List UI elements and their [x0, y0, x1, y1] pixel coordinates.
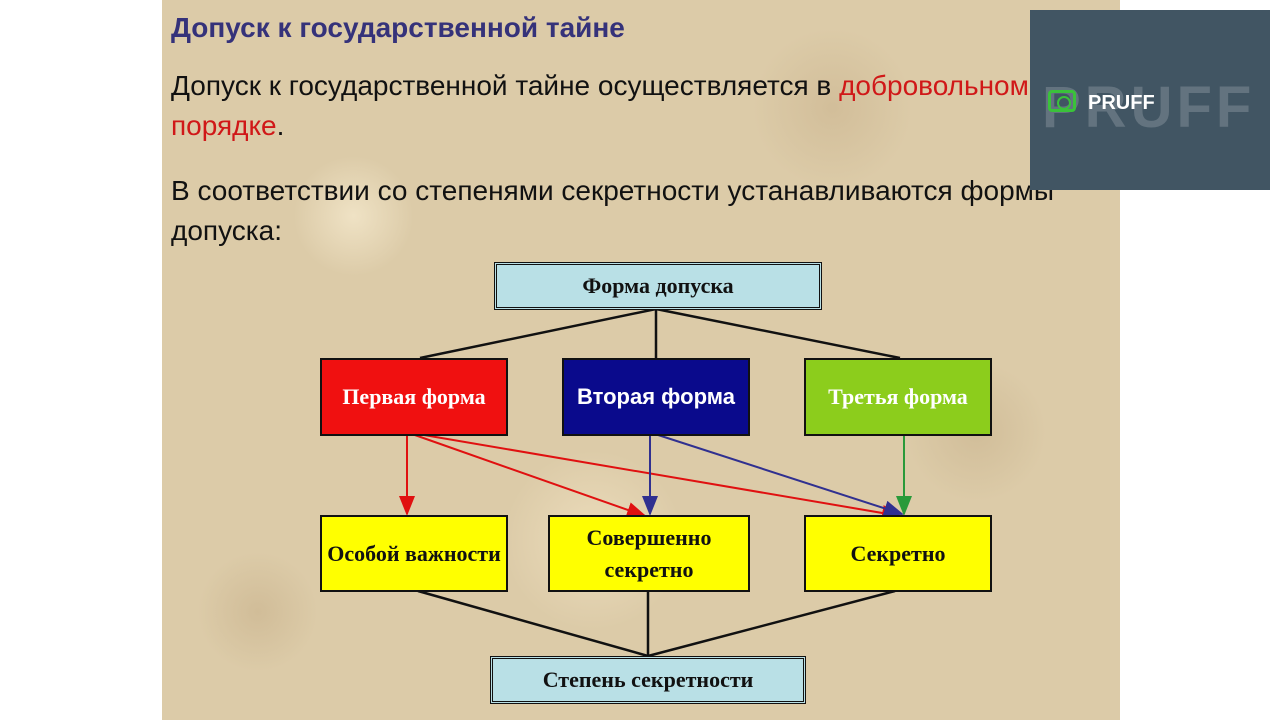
watermark-faded-text: PRUFF	[1042, 75, 1256, 140]
box-level-special-importance: Особой важности	[320, 515, 508, 592]
connector-top-first	[419, 307, 657, 360]
box-form-type: Форма допуска	[494, 262, 822, 310]
watermark-panel: PRUFF PRUFF	[1030, 10, 1270, 190]
box-first-form: Первая форма	[320, 358, 508, 436]
arrow-first-to-level2	[411, 433, 647, 518]
paragraph-voluntary-accent: добровольном порядке	[171, 70, 1029, 141]
paragraph-voluntary-end: .	[276, 110, 285, 141]
box-level-top-secret: Совершенно секретно	[548, 515, 750, 592]
camera-icon	[1048, 90, 1076, 112]
connector-level3-bottom	[647, 589, 896, 658]
box-secrecy-degree: Степень секретности	[490, 656, 806, 704]
arrow-first-to-level3	[417, 433, 902, 521]
box-third-form: Третья форма	[804, 358, 992, 436]
paragraph-voluntary-text: Допуск к государственной тайне осуществл…	[171, 70, 840, 101]
box-second-form: Вторая форма	[562, 358, 750, 436]
slide-title: Допуск к государственной тайне	[171, 12, 625, 43]
paragraph-forms: В соответствии со степенями секретности …	[171, 175, 1055, 246]
box-level-secret: Секретно	[804, 515, 992, 592]
paragraph-voluntary: Допуск к государственной тайне осуществл…	[171, 66, 1031, 146]
arrow-second-to-level3	[654, 433, 904, 517]
watermark-label: PRUFF	[1088, 92, 1155, 114]
connector-top-third	[655, 307, 901, 360]
connector-level1-bottom	[417, 589, 649, 658]
